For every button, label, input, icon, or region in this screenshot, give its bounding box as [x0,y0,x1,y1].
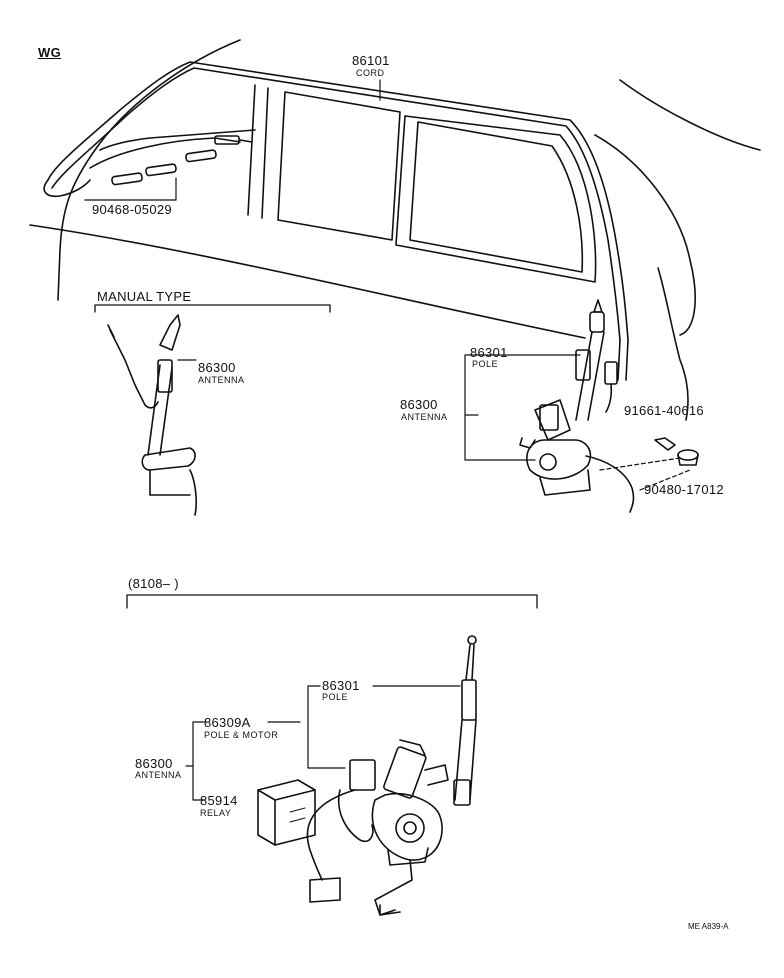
manual-type-group [94,304,331,516]
late-group-heading: (8108– ) [128,576,179,591]
manual-type-heading: MANUAL TYPE [97,289,192,304]
late-pole-part-name: POLE [322,692,349,702]
relay-part-name: RELAY [200,808,232,818]
cord-part-number: 86101 [352,53,390,68]
late-group-components [185,635,477,916]
vehicle-body-outline [29,39,761,421]
late-antenna-part-name: ANTENNA [135,770,182,780]
late-pole-part-number: 86301 [322,678,360,693]
pole-part-number: 86301 [470,345,508,360]
power-antenna-part-number: 86300 [400,397,438,412]
figure-code: ME A839-A [688,922,729,931]
manual-antenna-part-number: 86300 [198,360,236,375]
pole-part-name: POLE [472,359,499,369]
grommet-part-number: 90480-17012 [644,482,724,497]
late-antenna-part-number: 86300 [135,756,173,771]
manual-antenna-part-name: ANTENNA [198,375,245,385]
screw-part-number: 91661-40616 [624,403,704,418]
pole-motor-part-number: 86309A [204,715,251,730]
roof-cord [43,61,629,413]
pole-motor-part-name: POLE & MOTOR [204,730,279,740]
clip-part-number: 90468-05029 [92,202,172,217]
power-antenna-part-name: ANTENNA [401,412,448,422]
cord-part-name: CORD [356,68,385,78]
cord-plug-and-clips [84,135,253,201]
power-antenna-upper [464,299,699,513]
relay-part-number: 85914 [200,793,238,808]
late-group-bracket [126,594,538,609]
section-code: WG [38,45,61,60]
side-windows [99,84,597,283]
